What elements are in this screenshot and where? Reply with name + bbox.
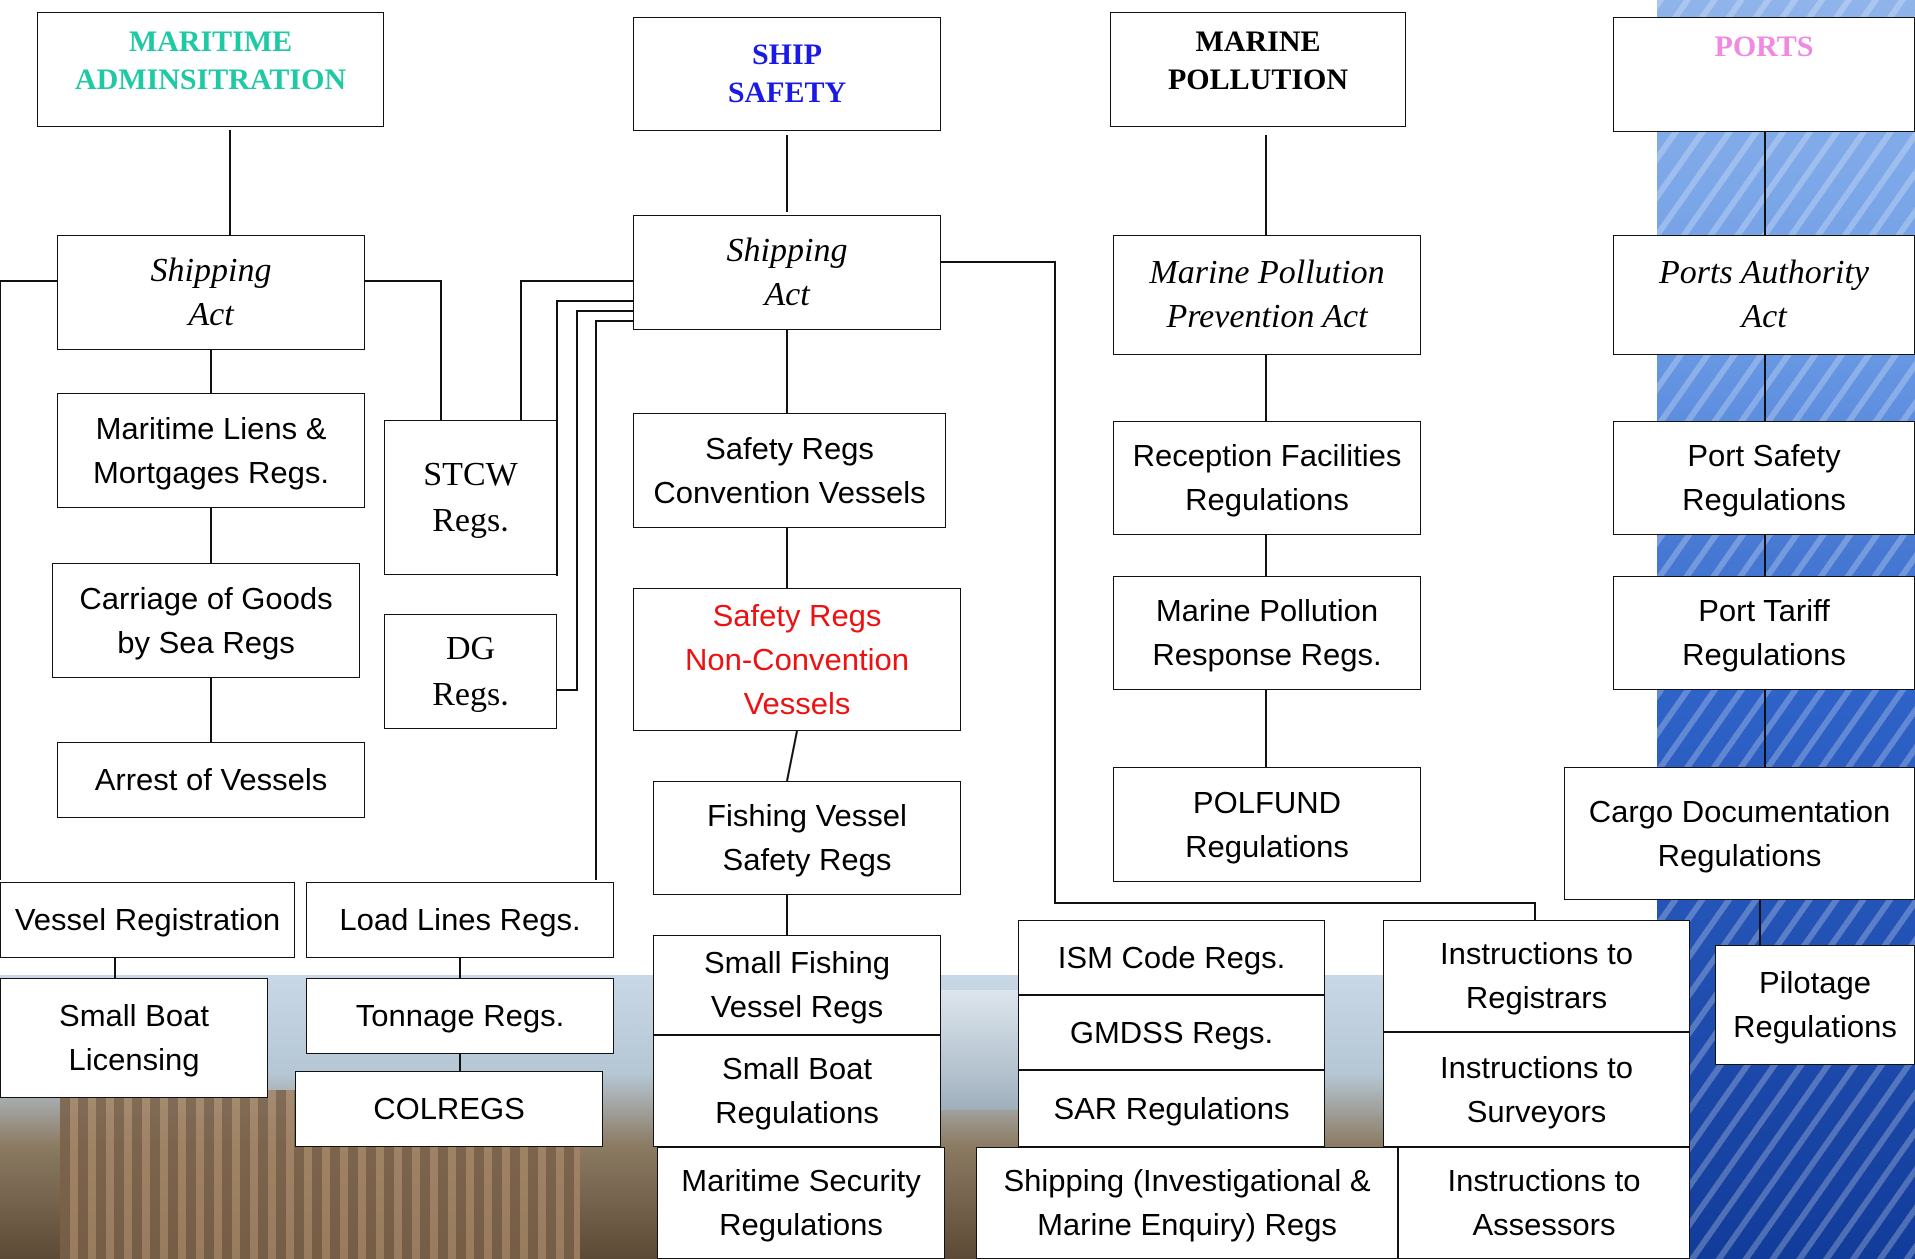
header-marine-pollution-label: MARINE POLLUTION xyxy=(1167,25,1349,96)
header-maritime-administration: MARITIME ADMINSITRATION xyxy=(37,12,384,127)
cargo-documentation-regulations: Cargo Documentation Regulations xyxy=(1564,767,1915,900)
colregs-label: COLREGS xyxy=(373,1091,525,1126)
polfund-regulations: POLFUND Regulations xyxy=(1113,767,1421,882)
small-fishing-vessel-regs: Small Fishing Vessel Regs xyxy=(653,935,941,1035)
marine-pollution-response-regs-label: Marine Pollution Response Regs. xyxy=(1152,593,1382,672)
maritime-liens-regs-label: Maritime Liens & Mortgages Regs. xyxy=(92,410,330,490)
dg-regs: DG Regs. xyxy=(384,614,557,729)
carriage-of-goods-regs: Carriage of Goods by Sea Regs xyxy=(52,563,360,678)
stcw-regs: STCW Regs. xyxy=(384,420,557,575)
dg-regs-label: DG Regs. xyxy=(432,629,509,713)
instructions-to-registrars: Instructions to Registrars xyxy=(1383,920,1690,1032)
instructions-to-assessors: Instructions to Assessors xyxy=(1398,1147,1690,1259)
vessel-registration-label: Vessel Registration xyxy=(14,902,281,937)
carriage-of-goods-regs-label: Carriage of Goods by Sea Regs xyxy=(79,580,333,660)
marine-pollution-prevention-act-label: Marine Pollution Prevention Act xyxy=(1149,254,1385,335)
header-marine-pollution: MARINE POLLUTION xyxy=(1110,12,1406,127)
instructions-to-assessors-label: Instructions to Assessors xyxy=(1447,1163,1641,1242)
maritime-security-regulations: Maritime Security Regulations xyxy=(657,1147,945,1259)
ism-code-regs-label: ISM Code Regs. xyxy=(1057,939,1286,975)
maritime-security-regulations-label: Maritime Security Regulations xyxy=(681,1163,921,1242)
maritime-liens-regs: Maritime Liens & Mortgages Regs. xyxy=(57,393,365,508)
small-fishing-vessel-regs-label: Small Fishing Vessel Regs xyxy=(703,945,891,1024)
stcw-regs-label: STCW Regs. xyxy=(423,455,518,539)
ports-authority-act-label: Ports Authority Act xyxy=(1659,254,1869,335)
investigational-marine-enquiry-regs-label: Shipping (Investigational & Marine Enqui… xyxy=(1003,1163,1371,1242)
ports-authority-act: Ports Authority Act xyxy=(1613,235,1915,355)
arrest-of-vessels-regs: Arrest of Vessels xyxy=(57,742,365,818)
header-ports-label: PORTS xyxy=(1714,30,1814,63)
reception-facilities-regulations: Reception Facilities Regulations xyxy=(1113,421,1421,535)
tonnage-regs: Tonnage Regs. xyxy=(306,978,614,1054)
safety-regs-non-convention-vessels: Safety Regs Non-Convention Vessels xyxy=(633,588,961,731)
fishing-vessel-safety-regs-label: Fishing Vessel Safety Regs xyxy=(707,798,907,877)
marine-pollution-response-regs: Marine Pollution Response Regs. xyxy=(1113,576,1421,690)
instructions-to-surveyors-label: Instructions to Surveyors xyxy=(1440,1049,1633,1129)
safety-regs-convention-vessels: Safety Regs Convention Vessels xyxy=(633,413,946,528)
gmdss-regs-label: GMDSS Regs. xyxy=(1069,1014,1274,1050)
tonnage-regs-label: Tonnage Regs. xyxy=(355,998,565,1033)
small-boat-licensing-label: Small Boat Licensing xyxy=(59,998,209,1077)
port-tariff-regulations: Port Tariff Regulations xyxy=(1613,576,1915,690)
small-boat-regulations-label: Small Boat Regulations xyxy=(715,1051,879,1130)
pilotage-regulations: Pilotage Regulations xyxy=(1715,945,1915,1065)
shipping-act-center-label: Shipping Act xyxy=(726,231,848,313)
header-maritime-administration-label: MARITIME ADMINSITRATION xyxy=(74,25,347,96)
colregs: COLREGS xyxy=(295,1071,603,1147)
cargo-documentation-regulations-label: Cargo Documentation Regulations xyxy=(1588,793,1891,873)
sar-regulations-label: SAR Regulations xyxy=(1053,1090,1290,1126)
port-safety-regulations: Port Safety Regulations xyxy=(1613,421,1915,535)
polfund-regulations-label: POLFUND Regulations xyxy=(1185,784,1349,864)
safety-regs-convention-vessels-label: Safety Regs Convention Vessels xyxy=(653,430,926,510)
small-boat-regulations: Small Boat Regulations xyxy=(653,1035,941,1147)
load-lines-regs-label: Load Lines Regs. xyxy=(339,902,581,937)
header-ports: PORTS xyxy=(1613,17,1915,132)
gmdss-regs: GMDSS Regs. xyxy=(1018,995,1325,1070)
marine-pollution-prevention-act: Marine Pollution Prevention Act xyxy=(1113,235,1421,355)
vessel-registration: Vessel Registration xyxy=(0,882,295,958)
sar-regulations: SAR Regulations xyxy=(1018,1070,1325,1147)
arrest-of-vessels-regs-label: Arrest of Vessels xyxy=(94,762,328,797)
shipping-act-center: Shipping Act xyxy=(633,215,941,330)
fishing-vessel-safety-regs: Fishing Vessel Safety Regs xyxy=(653,781,961,895)
port-safety-regulations-label: Port Safety Regulations xyxy=(1682,438,1846,517)
port-tariff-regulations-label: Port Tariff Regulations xyxy=(1682,593,1846,672)
shipping-act-left: Shipping Act xyxy=(57,235,365,350)
pilotage-regulations-label: Pilotage Regulations xyxy=(1733,965,1897,1044)
ism-code-regs: ISM Code Regs. xyxy=(1018,920,1325,995)
reception-facilities-regulations-label: Reception Facilities Regulations xyxy=(1132,438,1402,517)
shipping-act-left-label: Shipping Act xyxy=(150,251,272,333)
small-boat-licensing: Small Boat Licensing xyxy=(0,978,268,1098)
instructions-to-registrars-label: Instructions to Registrars xyxy=(1440,936,1633,1015)
header-ship-safety-label: SHIP SAFETY xyxy=(727,38,847,109)
safety-regs-non-convention-vessels-label: Safety Regs Non-Convention Vessels xyxy=(684,597,910,721)
investigational-marine-enquiry-regs: Shipping (Investigational & Marine Enqui… xyxy=(976,1147,1398,1259)
instructions-to-surveyors: Instructions to Surveyors xyxy=(1383,1032,1690,1147)
load-lines-regs: Load Lines Regs. xyxy=(306,882,614,958)
header-ship-safety: SHIP SAFETY xyxy=(633,17,941,131)
